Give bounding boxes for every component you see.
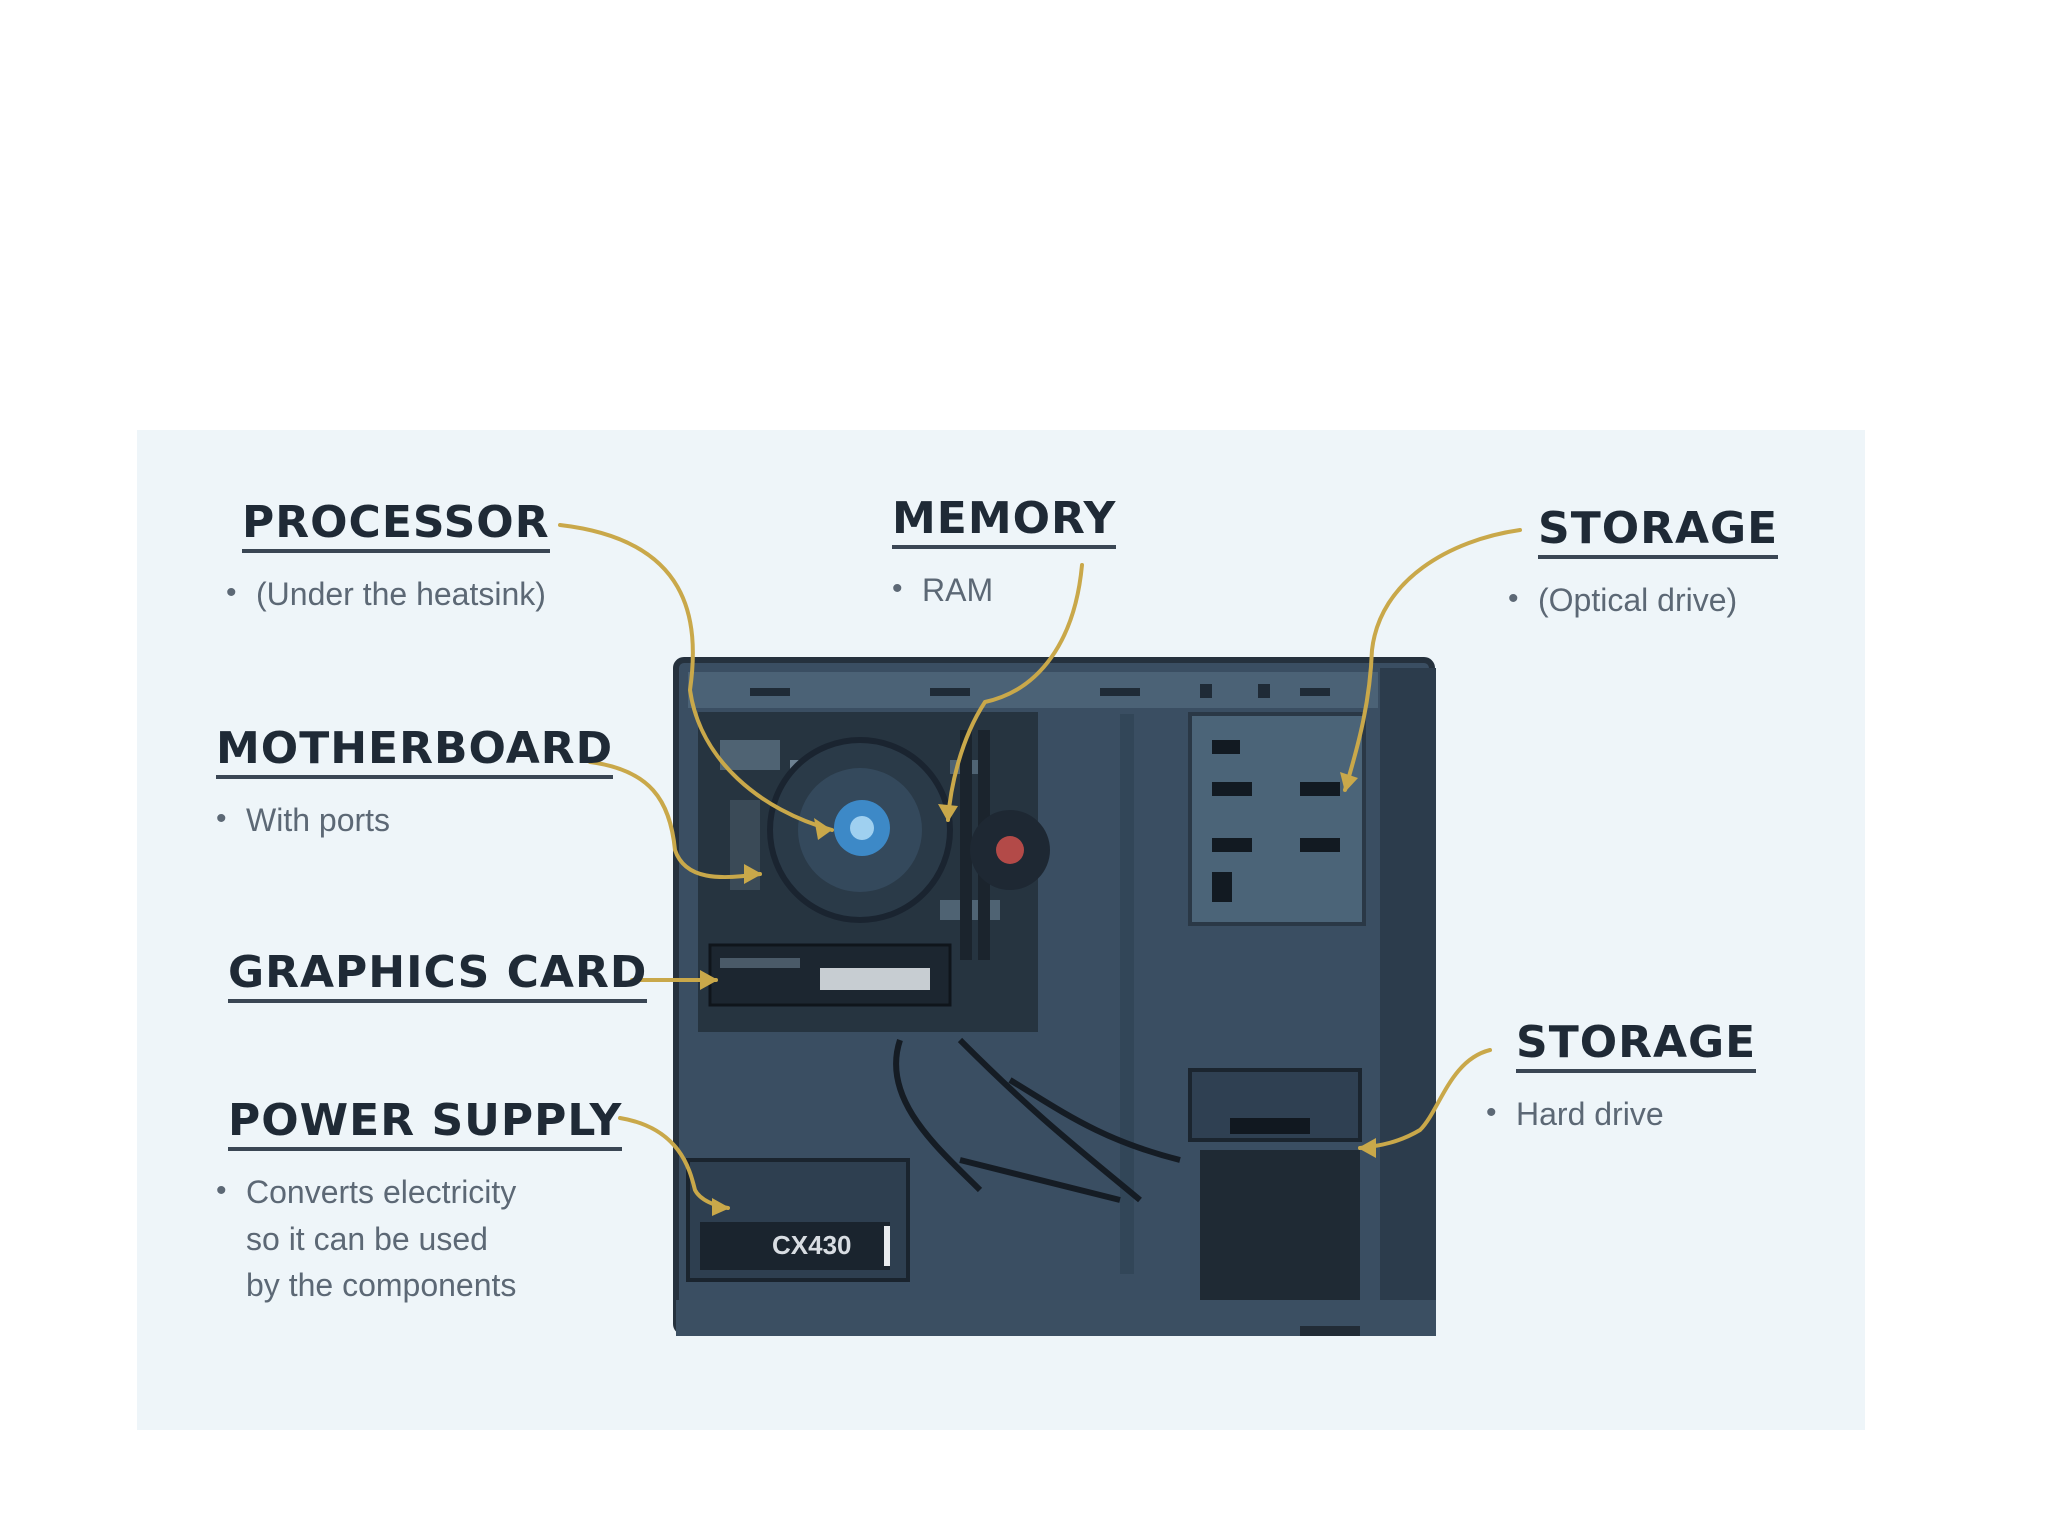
power-supply-heading: POWER SUPPLY xyxy=(228,1097,623,1152)
processor-bullet: • (Under the heatsink) xyxy=(226,571,550,617)
graphics-card xyxy=(708,943,952,1007)
motherboard-bullet-text: With ports xyxy=(246,802,391,839)
hard-drive-bay xyxy=(1188,1068,1362,1300)
label-power-supply: POWER SUPPLY • Converts electricity so i… xyxy=(216,1097,623,1308)
bullet-dot: • xyxy=(226,576,237,610)
storage-optical-bullet: • (Optical drive) xyxy=(1508,577,1778,623)
storage-hdd-bullet: • Hard drive xyxy=(1486,1091,1756,1137)
bullet-dot: • xyxy=(216,1174,227,1208)
bullet-dot: • xyxy=(1508,582,1519,616)
power-supply-bullet: • Converts electricity so it can be used… xyxy=(216,1169,622,1308)
bullet-dot: • xyxy=(892,572,903,606)
psu-model-label: CX430 xyxy=(772,1230,852,1260)
memory-heading: MEMORY xyxy=(892,495,1117,550)
processor-heading: PROCESSOR xyxy=(242,499,550,554)
leader-arrowheads xyxy=(700,772,1376,1216)
storage-optical-heading: STORAGE xyxy=(1538,505,1779,560)
processor-bullet-text: (Under the heatsink) xyxy=(256,576,546,613)
leader-line-storage-hdd xyxy=(1358,1048,1492,1150)
storage-optical-bullet-text: (Optical drive) xyxy=(1538,582,1738,619)
leader-line-memory xyxy=(946,563,1084,822)
label-memory: MEMORY • RAM xyxy=(892,495,1117,614)
power-supply-bullet-text: Converts electricity so it can be used b… xyxy=(246,1174,517,1303)
memory-bullet-text: RAM xyxy=(922,572,994,609)
motherboard-heading: MOTHERBOARD xyxy=(216,725,614,780)
motherboard-bullet: • With ports xyxy=(216,797,613,843)
leader-line-motherboard xyxy=(588,760,762,880)
bullet-dot: • xyxy=(1486,1096,1497,1130)
graphics-card-heading: GRAPHICS CARD xyxy=(228,949,648,1004)
bullet-dot: • xyxy=(216,802,227,836)
cpu-heatsink xyxy=(767,737,953,923)
label-motherboard: MOTHERBOARD • With ports xyxy=(216,725,614,844)
leader-line-storage-optical xyxy=(1343,528,1522,792)
label-graphics-card: GRAPHICS CARD xyxy=(228,949,648,1004)
storage-hdd-bullet-text: Hard drive xyxy=(1516,1096,1664,1133)
label-storage-hdd: STORAGE • Hard drive xyxy=(1486,1019,1757,1138)
leader-line-processor xyxy=(558,523,834,832)
label-storage-optical: STORAGE • (Optical drive) xyxy=(1508,505,1779,624)
power-supply-unit: CX430 xyxy=(686,1158,910,1282)
label-processor: PROCESSOR • (Under the heatsink) xyxy=(226,499,550,618)
storage-hdd-heading: STORAGE xyxy=(1516,1019,1757,1074)
rear-fan xyxy=(970,810,1050,890)
drive-cage xyxy=(1188,712,1366,926)
cables xyxy=(893,1037,1181,1203)
memory-bullet: • RAM xyxy=(892,567,1116,613)
